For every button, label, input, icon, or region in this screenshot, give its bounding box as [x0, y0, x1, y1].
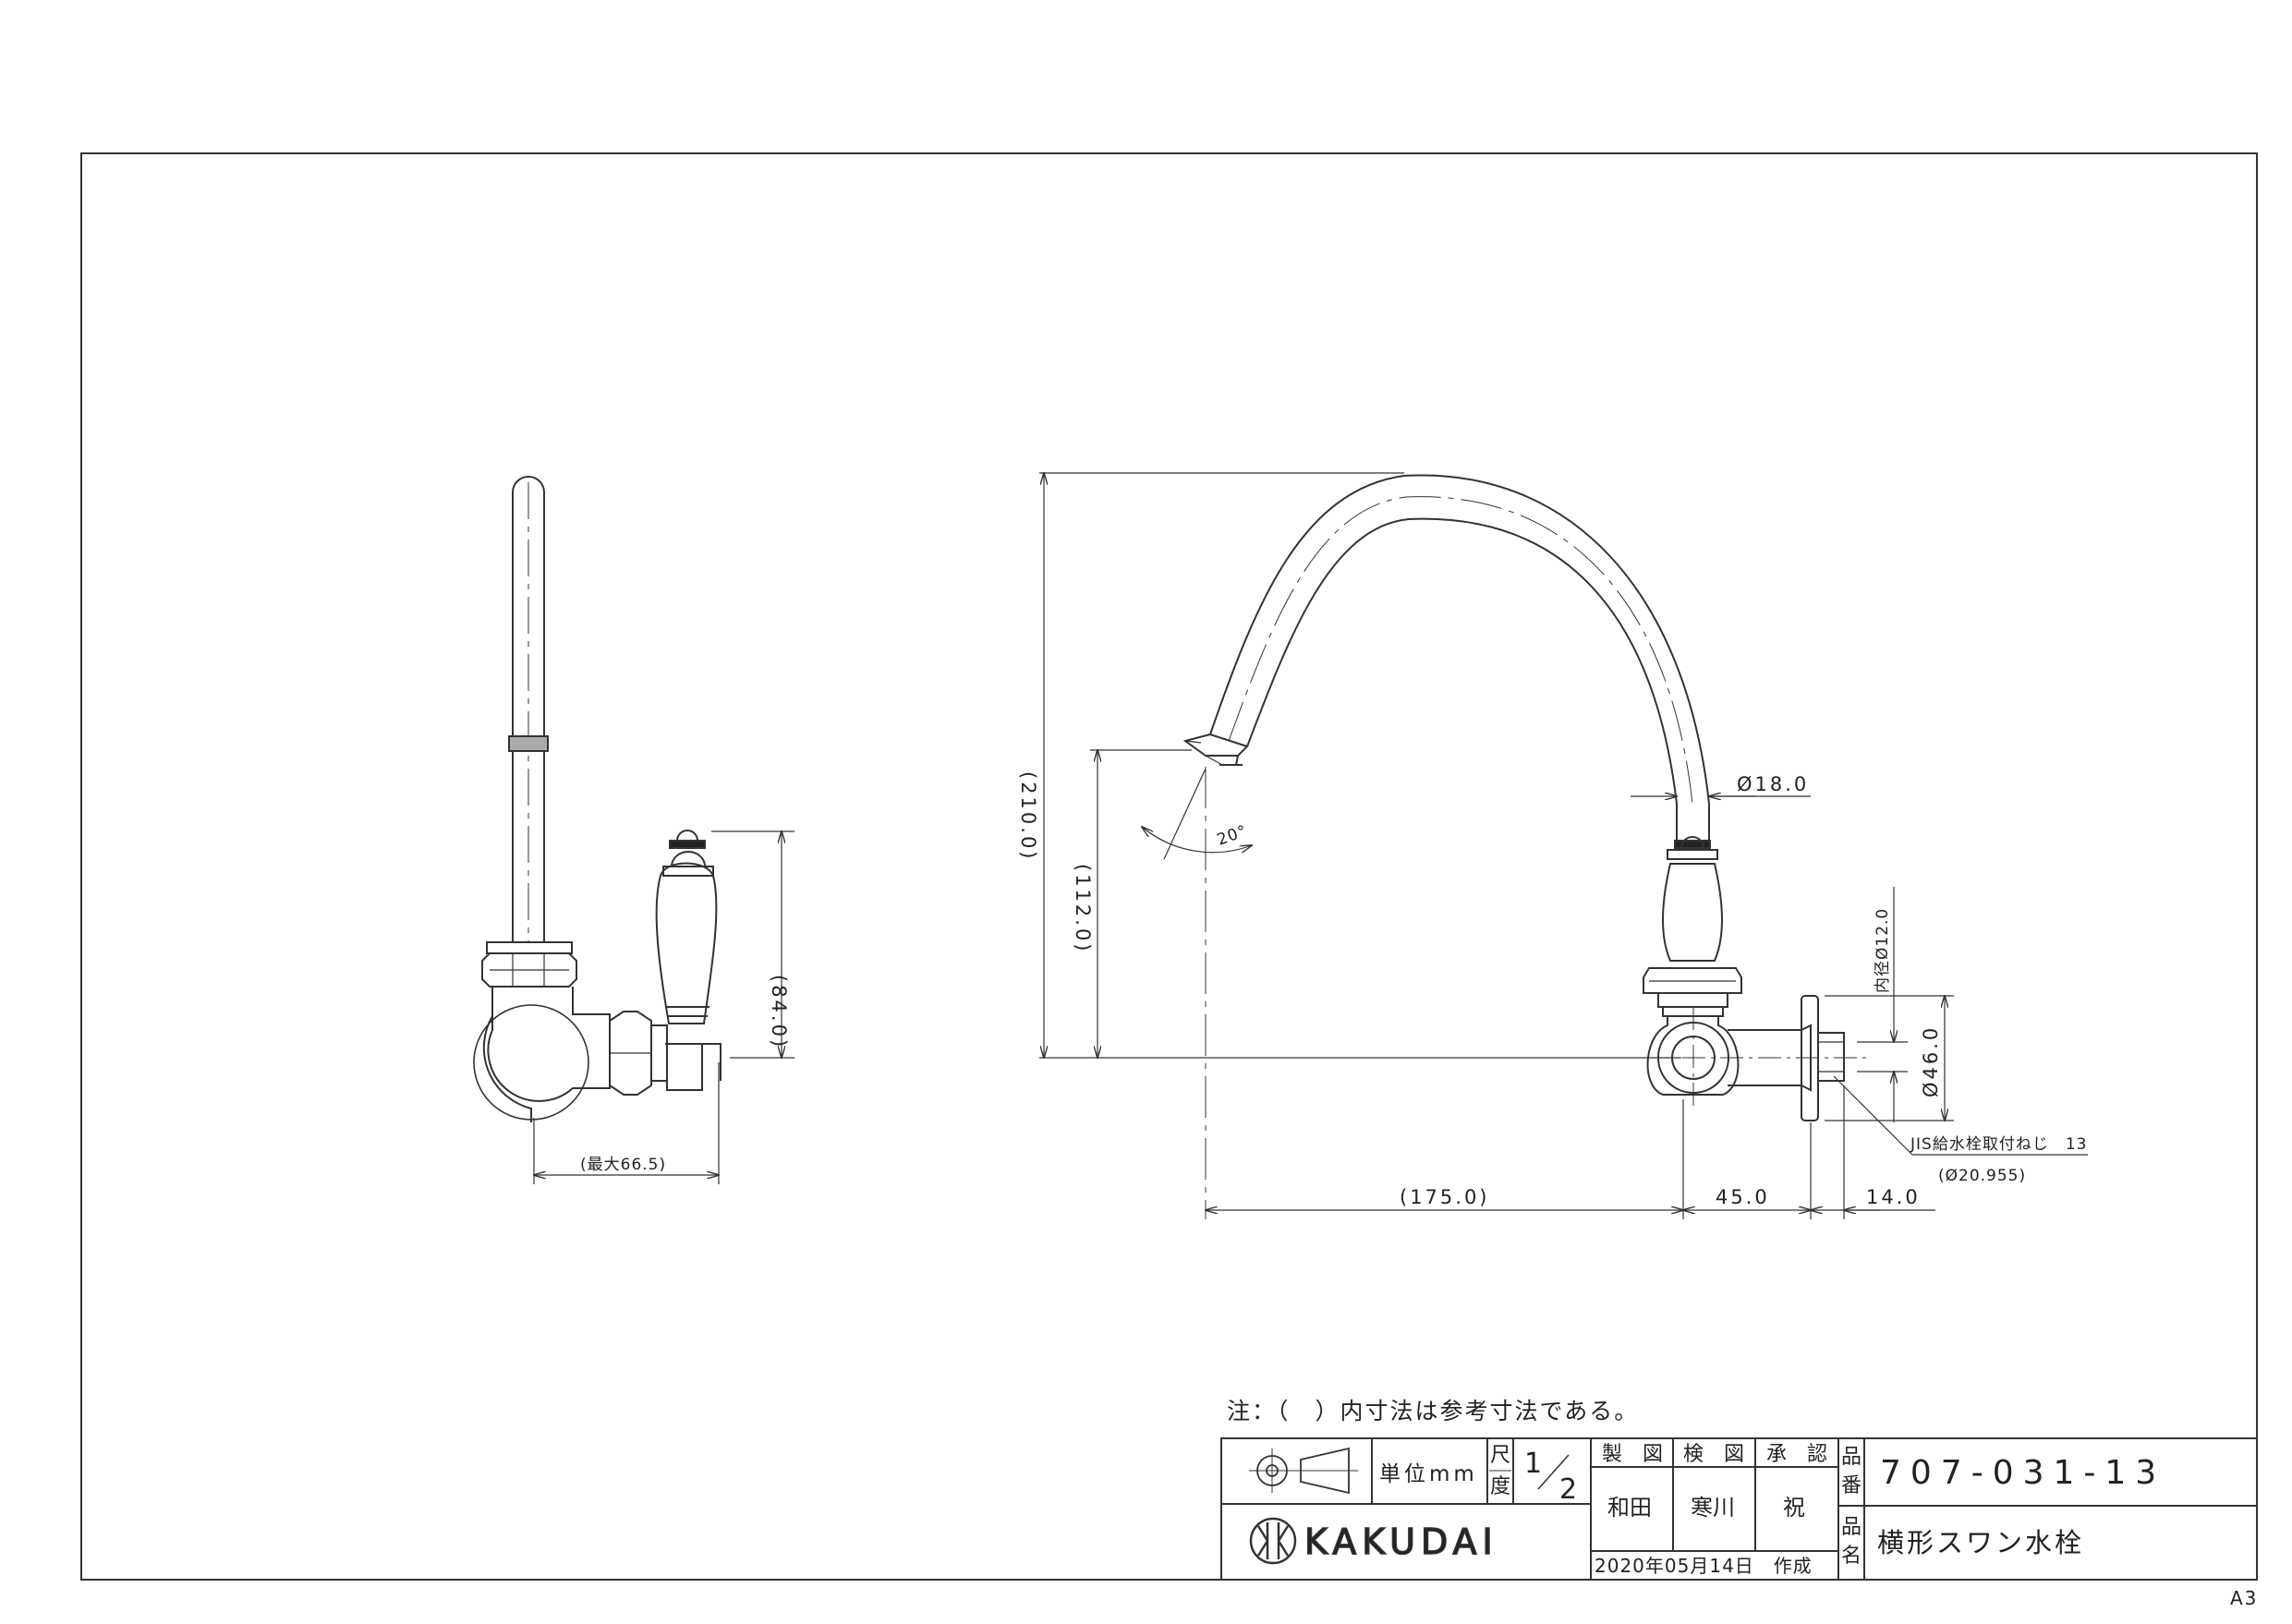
- dim-inner-dia: 内径Ø12.0: [1874, 908, 1892, 993]
- dim-side-width: (最大66.5): [580, 1156, 666, 1174]
- scale-label-bottom: 度: [1490, 1475, 1510, 1498]
- dim-total-height: (210.0): [1017, 771, 1039, 862]
- side-dimensions: [534, 831, 794, 1184]
- dim-thread-len: 14.0: [1866, 1186, 1921, 1208]
- swan-neck-inner: [1246, 517, 1678, 805]
- kakudai-logo-icon: [1249, 1517, 1297, 1565]
- part-no-label-2: 番: [1841, 1474, 1861, 1497]
- scale-denominator: 2: [1559, 1473, 1577, 1506]
- projection-symbol-icon: [1249, 1447, 1358, 1495]
- scale-numerator: 1: [1524, 1448, 1542, 1480]
- drawing-date: 2020年05月14日 作成: [1595, 1555, 1813, 1577]
- side-view: [473, 476, 722, 1122]
- checked-label: 検 図: [1683, 1443, 1744, 1466]
- drawn-label: 製 図: [1602, 1443, 1663, 1466]
- dim-body-len: 45.0: [1716, 1186, 1770, 1208]
- dim-reach: (175.0): [1400, 1186, 1490, 1208]
- scale-label-top: 尺: [1490, 1444, 1510, 1467]
- part-name-label-2: 名: [1841, 1545, 1861, 1568]
- unit-label: 単位mm: [1379, 1462, 1478, 1486]
- front-dimensions: [1039, 473, 2088, 1219]
- side-handle-cap: [669, 840, 706, 849]
- aerator: [508, 735, 549, 752]
- side-nut: [481, 952, 577, 988]
- drawing-frame: [80, 152, 2258, 1581]
- swan-neck-centerline: [1228, 496, 1693, 805]
- side-body: [487, 987, 611, 1102]
- side-spout-tube: [512, 476, 545, 942]
- dim-pipe-dia: Ø18.0: [1737, 773, 1809, 795]
- part-name-label-1: 品: [1841, 1516, 1861, 1539]
- side-handle: [666, 1044, 703, 1091]
- swan-neck-outer: [1209, 474, 1710, 805]
- part-name: 横形スワン水栓: [1877, 1527, 2084, 1558]
- threaded-end: [1817, 1032, 1845, 1082]
- dim-thread-dia: (Ø20.955): [1938, 1167, 2026, 1185]
- checked-by: 寒川: [1691, 1495, 1735, 1521]
- front-view: [1182, 474, 1866, 1121]
- front-handle-cap: [1674, 840, 1711, 849]
- spout-tip: [1182, 733, 1249, 757]
- dim-side-height: (84.0): [768, 975, 790, 1049]
- dim-spout-angle: 20°: [1215, 822, 1250, 850]
- front-handle: [1662, 863, 1723, 962]
- title-block: [1220, 1437, 2258, 1581]
- approved-by: 祝: [1783, 1495, 1805, 1521]
- dim-flange-dia: Ø46.0: [1920, 1025, 1942, 1097]
- drawn-by: 和田: [1607, 1495, 1652, 1521]
- sheet-size-label: A3: [2230, 1587, 2258, 1609]
- approved-label: 承 認: [1766, 1443, 1827, 1466]
- reference-note: 注：（ ）内寸法は参考寸法である。: [1227, 1398, 1639, 1424]
- part-no-label-1: 品: [1841, 1446, 1861, 1469]
- dim-thread-spec: JIS給水栓取付ねじ 13: [1910, 1135, 2087, 1154]
- part-number: 707-031-13: [1880, 1454, 2165, 1492]
- side-valve-hex: [609, 1011, 652, 1096]
- dim-spout-height: (112.0): [1072, 864, 1094, 954]
- company-name: KAKUDAI: [1304, 1521, 1498, 1562]
